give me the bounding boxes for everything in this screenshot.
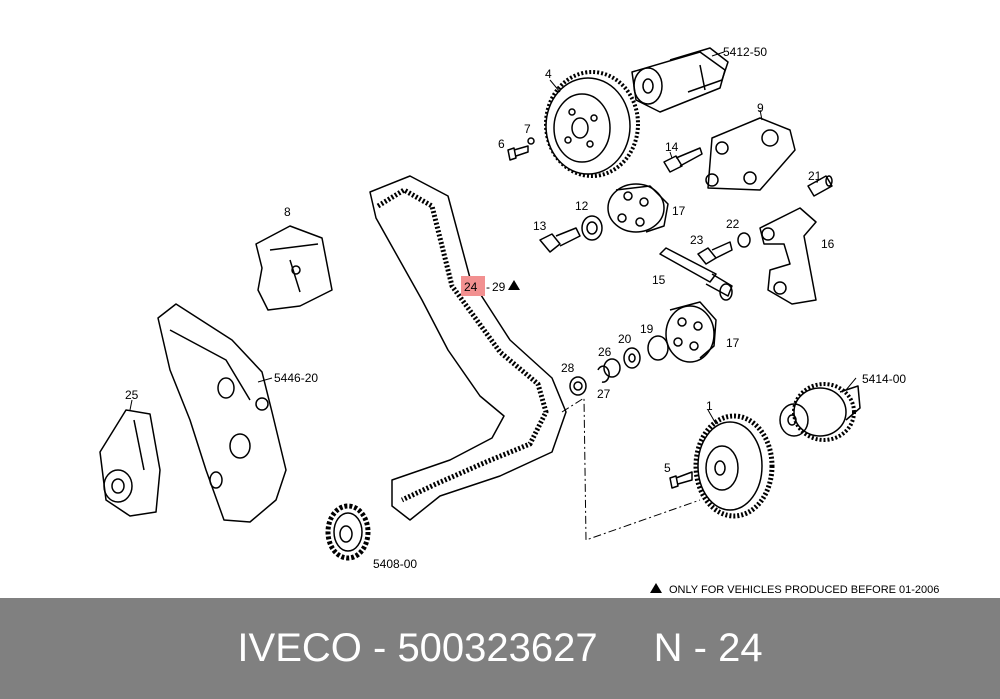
callout-17-lower: 17 <box>726 336 740 350</box>
callout-23: 23 <box>690 233 704 247</box>
part-footer: IVECO - 500323627 N - 24 <box>0 598 1000 699</box>
part-title: IVECO - 500323627 N - 24 <box>237 626 763 670</box>
washer <box>623 347 641 369</box>
timing-belt-diagram: 5412-50 4 9 7 6 14 21 8 12 17 13 22 23 1… <box>99 45 939 596</box>
belt-cover-lower <box>157 303 287 523</box>
callout-5408-00: 5408-00 <box>373 557 417 571</box>
washer <box>737 232 751 248</box>
callout-1: 1 <box>706 399 713 413</box>
circlip <box>597 365 610 383</box>
shaft <box>659 247 733 301</box>
crankshaft-sprocket <box>325 503 371 561</box>
brand: IVECO <box>237 626 362 670</box>
callout-4: 4 <box>545 67 552 81</box>
spacer <box>647 335 669 361</box>
callout-5412-50: 5412-50 <box>723 45 767 59</box>
injection-pump-gear <box>693 413 775 519</box>
callout-27: 27 <box>597 387 611 401</box>
callout-9: 9 <box>757 101 764 115</box>
triangle-note-icon <box>650 583 662 593</box>
callout-5: 5 <box>664 461 671 475</box>
highlight-box[interactable] <box>461 276 485 296</box>
callout-19: 19 <box>640 322 654 336</box>
callout-12: 12 <box>575 199 589 213</box>
callout-15: 15 <box>652 273 666 287</box>
callout-22: 22 <box>726 217 740 231</box>
callout-17-upper: 17 <box>672 204 686 218</box>
callout-5414-00: 5414-00 <box>862 372 906 386</box>
callout-24[interactable]: 24 <box>464 280 478 294</box>
svg-text:-: - <box>486 280 490 294</box>
callout-16: 16 <box>821 237 835 251</box>
washer <box>581 215 603 241</box>
bolt <box>539 227 581 253</box>
bolt <box>697 241 733 265</box>
callout-21: 21 <box>808 169 822 183</box>
ring <box>603 358 621 378</box>
footnote: ONLY FOR VEHICLES PRODUCED BEFORE 01-200… <box>669 584 939 596</box>
callout-8: 8 <box>284 205 291 219</box>
callout-6: 6 <box>498 137 505 151</box>
bolt <box>507 137 535 161</box>
idler-pulley <box>607 183 669 233</box>
timing-belt <box>369 175 567 521</box>
camshaft-pulley <box>544 70 640 178</box>
highlighted-callout[interactable]: 24 - 29 <box>461 276 520 296</box>
callout-28: 28 <box>561 361 575 375</box>
triangle-marker-icon <box>508 280 520 290</box>
callout-5446-20: 5446-20 <box>274 371 318 385</box>
position-prefix: N <box>653 626 683 670</box>
nut <box>569 376 587 396</box>
callout-26: 26 <box>598 345 612 359</box>
callout-25: 25 <box>125 388 139 402</box>
idler-pulley <box>665 301 717 363</box>
callout-20: 20 <box>618 332 632 346</box>
callout-7: 7 <box>524 122 531 136</box>
callout-29: 29 <box>492 280 506 294</box>
pin <box>807 175 833 197</box>
tensioner-bracket <box>99 409 161 517</box>
belt-cover-upper <box>255 225 333 311</box>
gear-5414 <box>779 382 861 442</box>
callout-13: 13 <box>533 219 547 233</box>
camshaft <box>631 47 729 113</box>
position-number: 24 <box>718 626 763 670</box>
bracket <box>705 117 796 191</box>
part-number: 500323627 <box>397 626 598 670</box>
tensioner-lever <box>759 207 817 305</box>
callout-14: 14 <box>665 140 679 154</box>
bolt <box>669 471 693 489</box>
